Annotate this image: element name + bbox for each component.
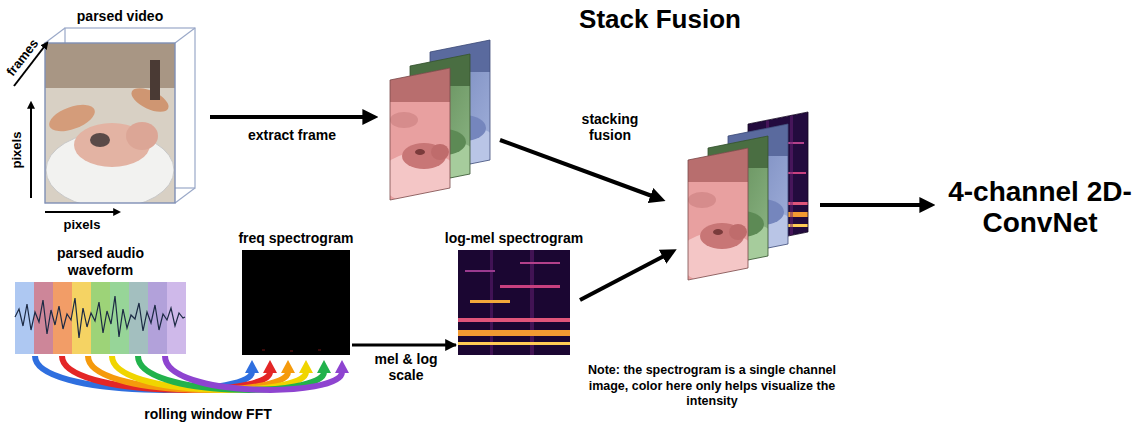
log-mel-spectrogram xyxy=(458,342,570,345)
frequency-spectrogram xyxy=(242,250,350,355)
arrow-label: stacking fusion xyxy=(571,111,649,143)
audio-waveform xyxy=(15,282,186,354)
fft-arrows xyxy=(335,360,349,373)
panel-heading: freq spectrogram xyxy=(238,230,353,247)
flow-arrow xyxy=(210,115,364,119)
panel-heading: log-mel spectrogram xyxy=(445,230,583,247)
axis-label: frames xyxy=(4,37,42,80)
log-mel-spectrogram xyxy=(470,300,510,303)
fft-arrows xyxy=(281,360,295,373)
panel-heading-group: parsed audio waveform xyxy=(36,245,166,279)
note-text: Note: the spectrogram is a single channe… xyxy=(581,363,843,410)
frequency-spectrogram xyxy=(318,349,321,351)
video-cube xyxy=(45,43,175,203)
frequency-spectrogram xyxy=(262,349,265,351)
log-mel-spectrogram xyxy=(465,270,495,272)
video-cube xyxy=(175,28,195,43)
fft-arrows xyxy=(245,360,259,373)
panel-heading-group: log-mel spectrogram xyxy=(445,230,583,247)
video-cube xyxy=(45,28,65,43)
flow-arrow xyxy=(500,140,652,196)
frequency-spectrogram xyxy=(290,350,293,352)
fft-arrows xyxy=(317,360,331,373)
log-mel-spectrogram xyxy=(458,250,570,355)
video-frame-photo xyxy=(150,60,160,100)
waveform-panel: parsed audio waveform xyxy=(15,282,186,354)
audio-waveform xyxy=(148,282,186,354)
model-name: 4-channel 2D-ConvNet xyxy=(945,177,1135,239)
video-frame-photo xyxy=(46,99,99,136)
spectrogram-panel: log-mel spectrogram xyxy=(458,250,570,355)
flow-arrow xyxy=(820,203,921,207)
log-mel-spectrogram xyxy=(458,330,570,336)
axis-label: pixels xyxy=(10,132,25,169)
flow-connector xyxy=(352,344,456,347)
fft-arrows xyxy=(35,356,349,390)
axis-arrow xyxy=(45,211,114,213)
connector-label: mel & log scale xyxy=(364,351,448,383)
video-panel: parsed video xyxy=(45,28,195,203)
axis-label: pixels xyxy=(64,218,101,233)
frequency-spectrogram xyxy=(242,250,350,355)
fft-arrows xyxy=(165,356,342,390)
panel-heading: parsed audio waveform xyxy=(36,245,166,279)
video-frame-photo xyxy=(90,133,110,147)
video-frame-photo xyxy=(45,43,175,203)
log-mel-spectrogram xyxy=(500,285,560,288)
spectrogram-panel: freq spectrogram xyxy=(242,250,350,355)
diagram-title: Stack Fusion xyxy=(579,3,741,35)
video-cube xyxy=(45,28,195,208)
log-mel-spectrogram xyxy=(458,250,570,355)
video-frame-photo xyxy=(126,122,158,150)
frame-stack xyxy=(380,68,460,204)
log-mel-spectrogram xyxy=(530,250,534,355)
fft-arrows xyxy=(299,360,313,373)
frame-stack xyxy=(380,40,500,204)
fft-arrows xyxy=(263,360,277,373)
audio-waveform xyxy=(15,282,186,354)
axis-arrow xyxy=(30,108,32,198)
log-mel-spectrogram xyxy=(458,318,570,322)
flow-arrow xyxy=(580,256,664,300)
panel-heading: parsed video xyxy=(77,8,163,25)
axis-arrow xyxy=(14,47,114,212)
audio-waveform xyxy=(15,296,185,338)
log-mel-spectrogram xyxy=(520,262,560,264)
video-cube xyxy=(175,188,195,203)
fused-stack xyxy=(678,148,758,284)
arrow-label: extract frame xyxy=(248,127,336,143)
fused-stack xyxy=(678,112,808,284)
arrow-label: rolling window FFT xyxy=(144,406,272,422)
panel-heading-group: freq spectrogram xyxy=(238,230,353,247)
panel-heading-group: parsed video xyxy=(77,8,163,25)
